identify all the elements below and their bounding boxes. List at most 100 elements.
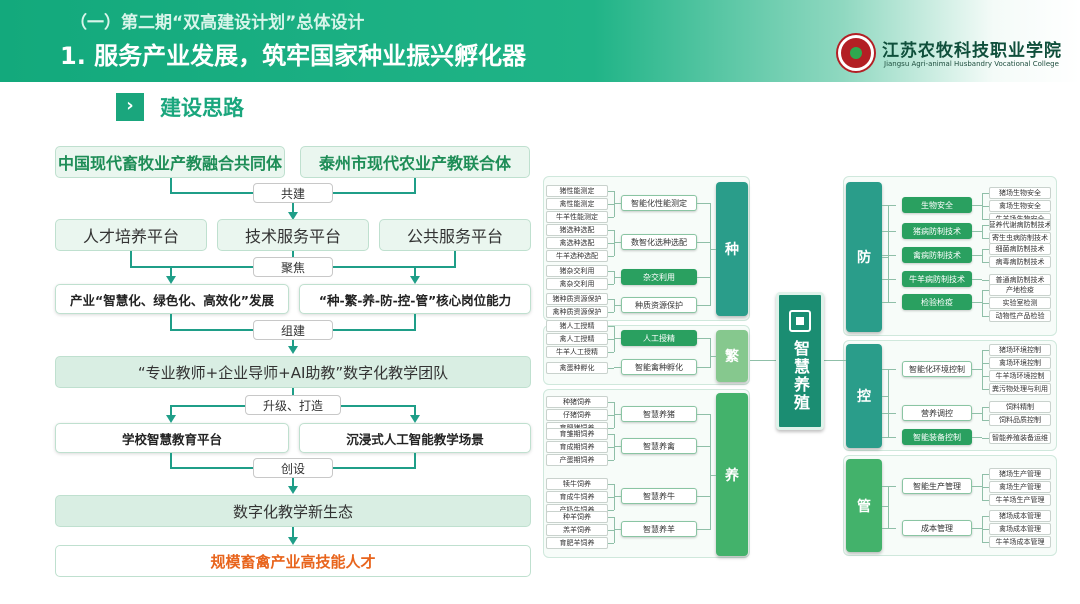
connector [454,251,456,267]
connector [614,338,621,339]
connector [982,218,989,220]
fan-module: 人工授精 [621,330,697,346]
talent-box: 规模畜禽产业高技能人才 [55,545,531,577]
connector [614,242,621,243]
fan-item: 禽人工授精 [546,332,608,345]
connector [982,289,989,291]
connector [982,486,989,488]
connector [608,542,614,544]
connector [982,350,989,351]
arrow-down-icon [288,537,298,545]
connector [697,496,710,497]
zhong-item: 禽杂交利用 [546,278,608,290]
connector [710,356,716,357]
step-label-jujiao: 聚焦 [253,257,333,277]
connector [414,266,416,279]
yang-item: 育雏期饲养 [546,427,608,440]
connector [982,302,989,304]
connector [697,367,710,368]
zhong-node: 种 [716,182,748,316]
fang-module: 猪病防制技术 [902,223,972,239]
fang-module: 检验检疫 [902,294,972,310]
connector [608,338,614,340]
page-title: 1. 服务产业发展，筑牢国家种业振兴孵化器 [60,42,527,70]
guan-item: 牛羊场成本管理 [989,535,1051,548]
kong-item: 猪场环境控制 [989,344,1051,356]
connector [697,203,710,204]
platform-public: 公共服务平台 [379,219,531,251]
page-subtitle: （一）第二期“双高建设计划”总体设计 [70,13,365,33]
step-label-zujian: 组建 [253,320,333,340]
connector [882,205,896,206]
kong-item: 牛羊场环境控制 [989,370,1051,382]
connector [170,178,172,192]
fang-module: 牛羊病防制技术 [902,271,972,287]
connector [614,203,621,204]
yang-item: 仔猪饲养 [546,408,608,421]
connector [972,255,982,256]
fang-item: 禽场生物安全 [989,199,1051,212]
connector [824,360,846,361]
connector [608,229,614,231]
connector [882,257,888,258]
zhong-item: 牛羊选种选配 [546,249,608,262]
connector [292,527,294,539]
kong-item: 禽场环境控制 [989,357,1051,369]
kong-item: 饲料品质控制 [989,414,1051,426]
connector [882,396,888,397]
connector [882,413,896,414]
yang-item: 种猪饲养 [546,395,608,408]
connector [697,305,710,306]
connector [882,486,896,487]
connector [982,350,983,389]
connector [710,203,711,306]
yang-module: 智慧养牛 [621,488,697,504]
kong-node: 控 [846,344,882,448]
center-label: 智慧养殖 [791,340,810,412]
yang-item: 育肥羊饲养 [546,536,608,549]
ai-scene: 沉浸式人工智能教学场景 [299,423,531,453]
arrow-down-icon [166,276,176,284]
kong-module: 营养调控 [902,405,972,421]
fan-node: 繁 [716,330,748,382]
section-title: 建设思路 [160,96,244,120]
connector [608,414,614,416]
connector [697,446,710,447]
connector [972,486,982,487]
connector [982,192,989,194]
connector [614,305,621,306]
connector [972,413,982,414]
connector [982,363,989,364]
connector [982,473,989,475]
fan-item: 禽蛋种孵化 [546,361,608,374]
ecosystem-box: 数字化教学新生态 [55,495,531,527]
connector [608,401,614,403]
zhong-item: 禽选种选配 [546,236,608,249]
arrow-down-icon [288,212,298,220]
yang-item: 育成期饲养 [546,440,608,453]
kong-item: 粪污物处理与利用 [989,383,1051,395]
connector [608,203,614,205]
zhong-module: 种质资源保护 [621,297,697,313]
connector [608,459,614,461]
zhong-item: 猪杂交利用 [546,265,608,277]
zhong-module: 智能化性能测定 [621,195,697,211]
step-label-chuangshe: 创设 [253,458,333,478]
connector [982,437,989,439]
kong-module: 智能装备控制 [902,429,972,445]
connector [882,437,896,438]
connector [414,314,416,330]
connector [982,205,989,207]
connector [972,369,982,370]
connector [710,249,716,250]
arrow-down-icon [410,276,420,284]
connector [170,453,172,468]
header-banner [0,0,1080,82]
alliance-box: 泰州市现代农业产教联合体 [300,146,530,178]
connector [608,496,614,498]
connector [608,529,614,531]
zhong-module: 杂交利用 [621,269,697,285]
kong-item: 智能养殖装备运维 [989,431,1051,444]
yang-module: 智慧养羊 [621,521,697,537]
connector [972,302,982,303]
